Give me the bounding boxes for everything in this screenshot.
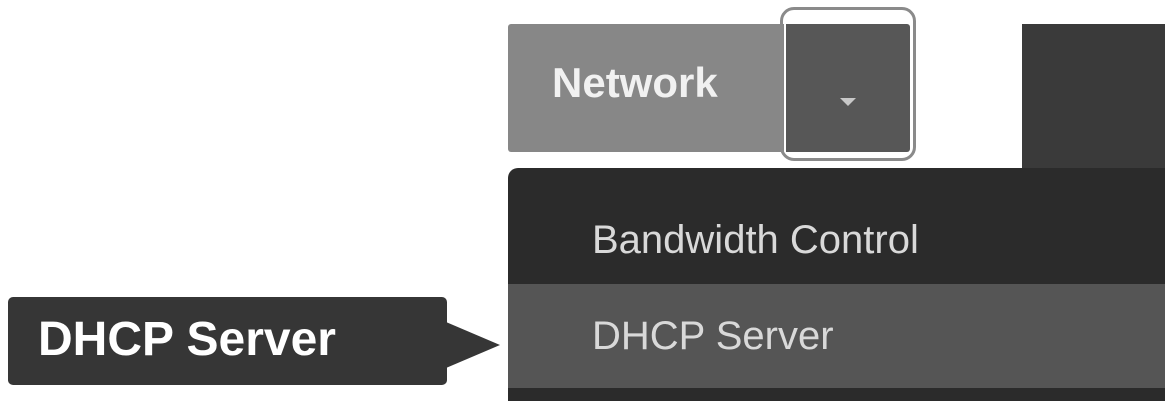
network-dropdown-menu: Bandwidth Control DHCP Server [508, 168, 1165, 401]
menu-bottom-edge [508, 388, 1165, 401]
header-bar [1022, 24, 1165, 174]
network-menu-button[interactable]: Network [508, 24, 784, 152]
network-label: Network [552, 59, 718, 106]
callout-text: DHCP Server [38, 312, 336, 366]
menu-item-dhcp-server[interactable]: DHCP Server [508, 284, 1165, 388]
caret-down-icon [840, 98, 856, 106]
menu-item-label: DHCP Server [592, 313, 834, 358]
menu-item-label: Bandwidth Control [592, 217, 919, 262]
callout-pointer-icon [446, 322, 500, 368]
network-dropdown-toggle[interactable] [786, 24, 910, 152]
callout-label-box: DHCP Server [8, 297, 447, 385]
menu-item-bandwidth-control[interactable]: Bandwidth Control [508, 186, 1165, 294]
